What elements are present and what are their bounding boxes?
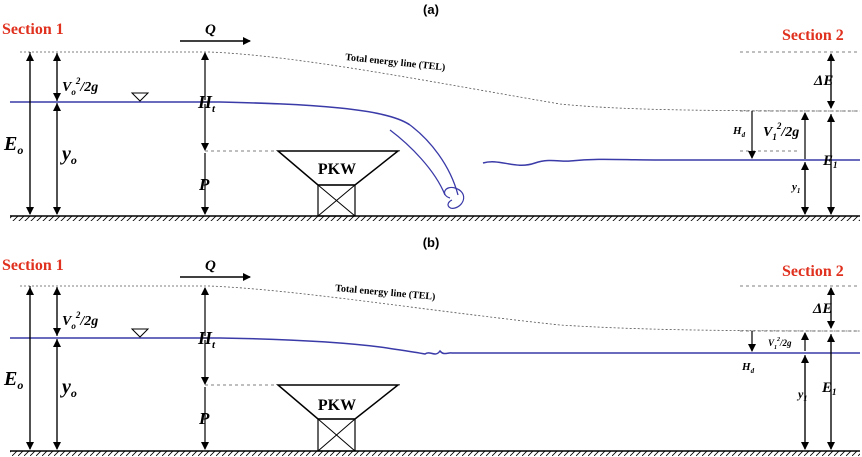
yo-label: yo <box>60 143 77 167</box>
bed-hatching <box>10 451 860 456</box>
v1-label: V12/2g <box>763 121 799 142</box>
eo-label: Eo <box>3 368 23 392</box>
discharge-label: Q <box>205 22 216 38</box>
e1-label: E1 <box>822 153 838 170</box>
panel-b: (b) Section 1 Section 2 Total energy lin… <box>2 235 861 456</box>
total-energy-line <box>20 51 861 112</box>
weir-base <box>317 184 356 217</box>
eo-label: Eo <box>3 133 23 157</box>
total-energy-line <box>20 285 861 332</box>
weir-label: PKW <box>318 161 356 178</box>
section-2-label: Section 2 <box>782 27 844 44</box>
vo-label: Vo2/2g <box>62 310 98 331</box>
weir-label: PKW <box>318 397 356 414</box>
section-1-label: Section 1 <box>2 257 64 274</box>
panel-a: (a) Section 1 Section 2 Total energy lin… <box>2 2 861 221</box>
section-1-label: Section 1 <box>2 21 64 38</box>
bed-hatching <box>10 216 860 221</box>
plunge-eddy <box>443 186 465 209</box>
delta-e-label: ΔE <box>813 73 833 89</box>
discharge-label: Q <box>205 258 216 274</box>
water-level-icon <box>130 328 150 338</box>
y1-label: y1 <box>796 387 807 403</box>
p-label: P <box>198 409 210 428</box>
p-label: P <box>198 175 210 194</box>
tel-label: Total energy line (TEL) <box>335 283 436 303</box>
water-level-icon <box>130 92 150 102</box>
vo-label: Vo2/2g <box>62 76 98 97</box>
hd-label: Hd <box>732 125 746 139</box>
water-surface <box>10 337 860 355</box>
weir-base <box>317 418 356 452</box>
nappe-upper <box>409 124 459 196</box>
e1-label: E1 <box>821 380 837 397</box>
y1-label: y1 <box>790 181 800 195</box>
yo-label: yo <box>60 376 77 400</box>
upstream-water-surface <box>10 101 411 126</box>
section-2-label: Section 2 <box>782 263 844 280</box>
v1-label: V12/2g <box>768 337 792 351</box>
hd-label: Hd <box>741 361 755 375</box>
nappe-lower <box>389 129 446 196</box>
downstream-water-surface <box>482 158 860 166</box>
panel-label: (a) <box>423 2 439 17</box>
delta-e-label: ΔE <box>812 301 832 317</box>
ht-label: Ht <box>197 328 216 351</box>
tel-label: Total energy line (TEL) <box>345 52 446 73</box>
panel-label: (b) <box>423 235 440 250</box>
ht-label: Ht <box>197 92 216 115</box>
